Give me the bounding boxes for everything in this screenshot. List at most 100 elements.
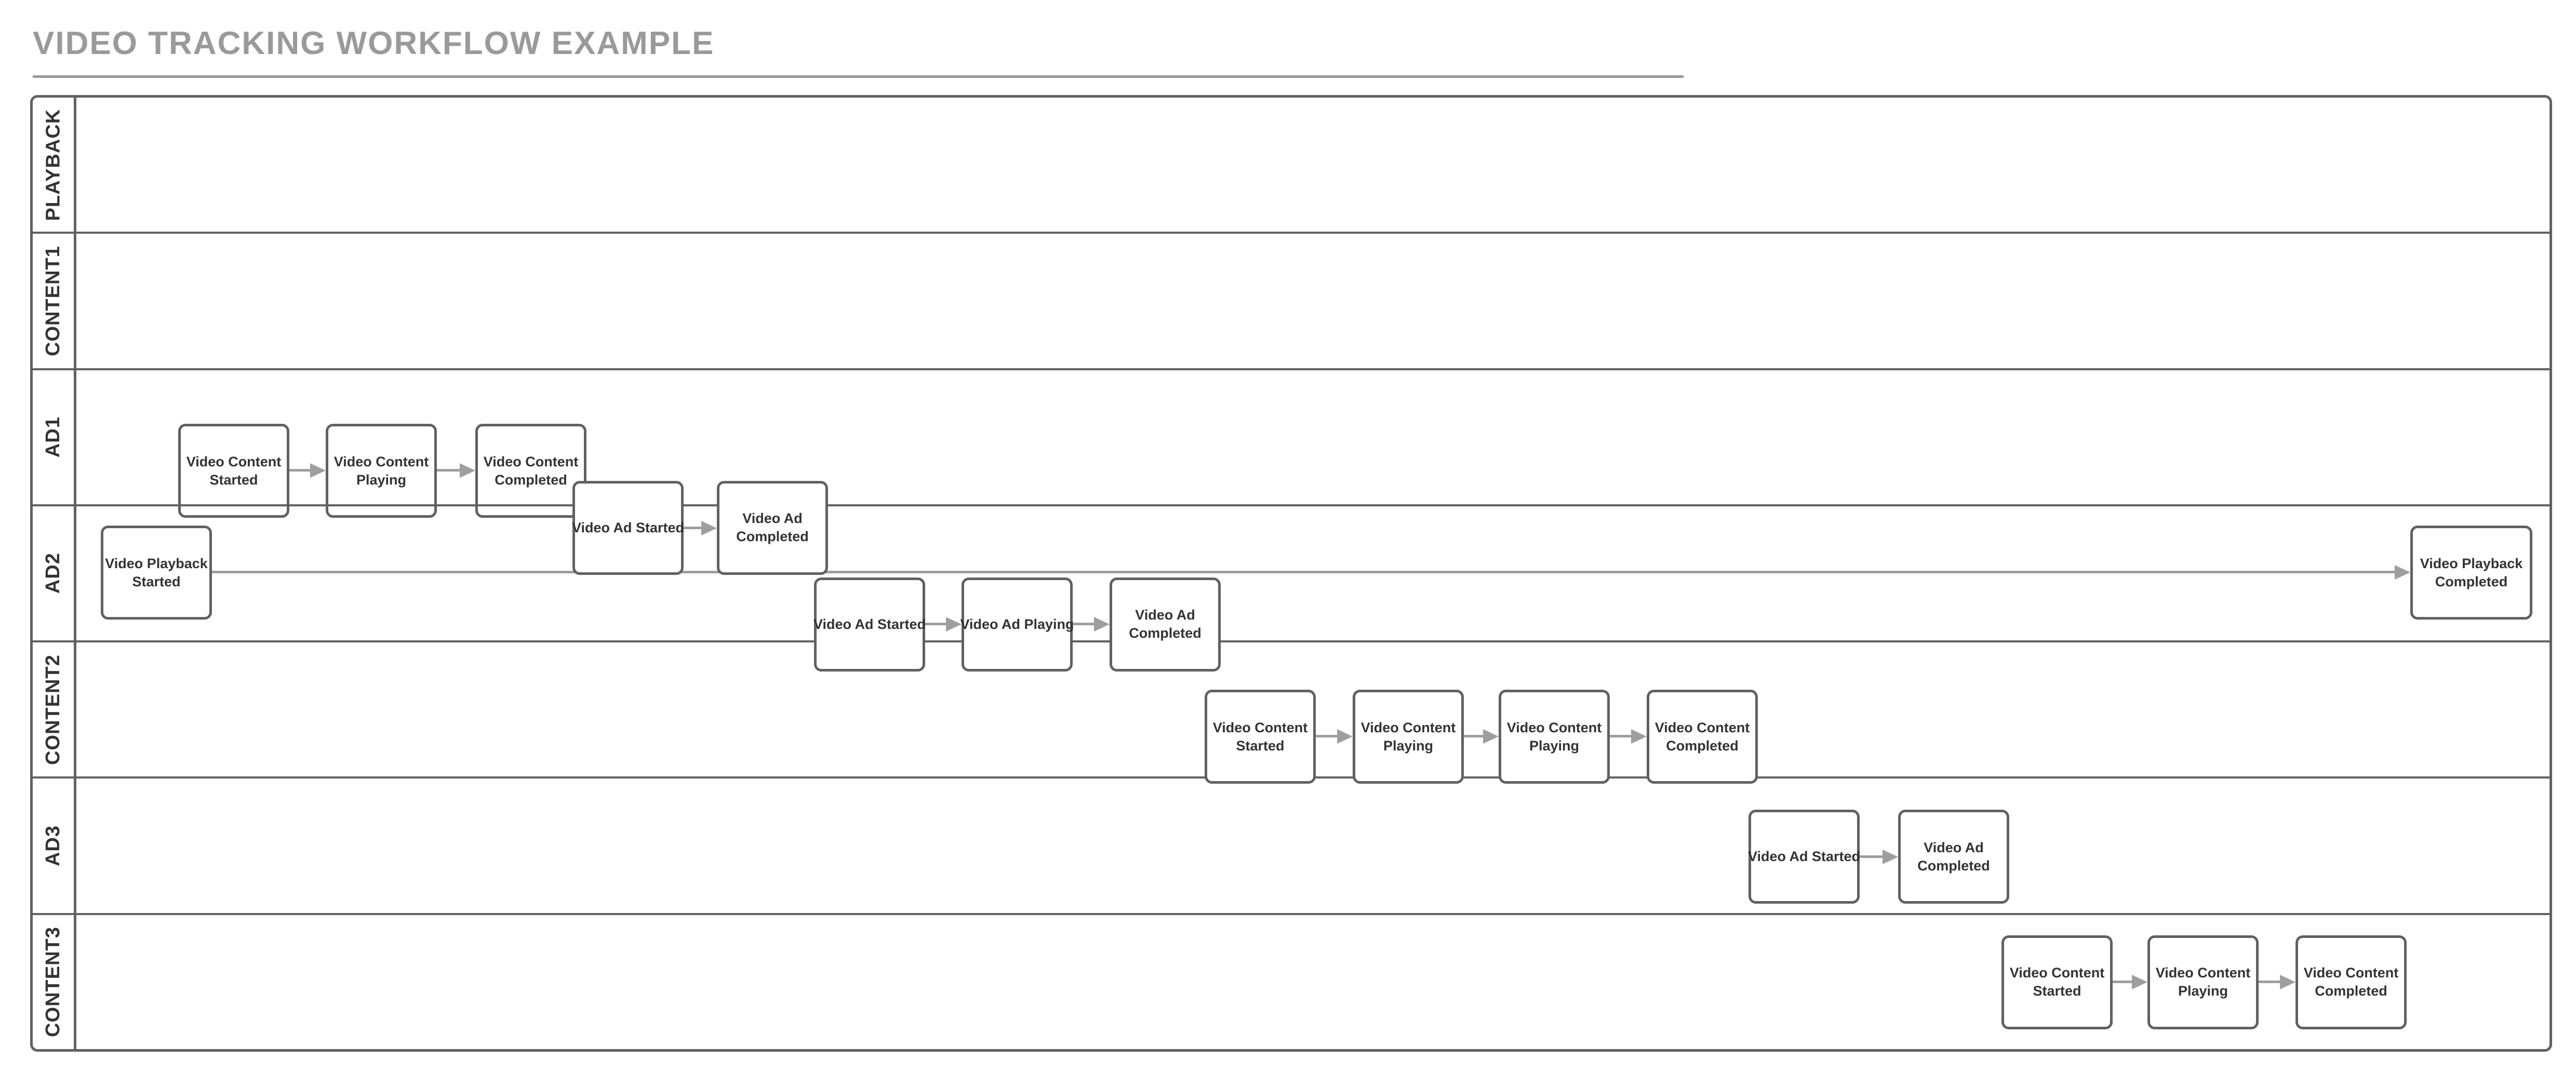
- flow-node-label: Video Ad: [742, 511, 803, 527]
- lane-label-cell: CONTENT3: [33, 915, 76, 1049]
- arrow-head-icon: [1094, 616, 1110, 632]
- flow-node-label: Video Ad Playing: [960, 616, 1074, 632]
- flow-node[interactable]: Video Ad Playing: [960, 577, 1074, 672]
- flow-node-label: Completed: [495, 472, 567, 488]
- lane-body: Video Ad Started Video Ad Completed: [76, 370, 2550, 575]
- arrow-head-icon: [1337, 729, 1353, 744]
- flow-node-label: Completed: [1917, 857, 1990, 874]
- connector-line: [1610, 735, 1632, 738]
- flow-node-label: Completed: [2435, 573, 2508, 589]
- flow-node-label: Video Ad: [1924, 839, 1984, 855]
- connector-line: [437, 469, 461, 472]
- flow-node-label: Completed: [1666, 737, 1739, 754]
- flow-node[interactable]: Video Ad Completed: [1110, 577, 1221, 672]
- arrow-head-icon: [1631, 729, 1647, 744]
- flow-node-label: Video Playback: [105, 555, 208, 571]
- flow-node-label: Playing: [356, 472, 407, 488]
- flow-node-label: Video Content: [186, 453, 282, 469]
- connector-line: [1073, 622, 1095, 625]
- flow-node-label: Playing: [2178, 983, 2228, 999]
- lane-label-cell: PLAYBACK: [33, 98, 76, 232]
- flow-node-label: Video Content: [1360, 719, 1456, 735]
- connector-line: [1464, 735, 1484, 738]
- connector-line: [1860, 855, 1884, 858]
- flow-node-label: Started: [2033, 983, 2081, 999]
- lane-label-cell: CONTENT1: [33, 234, 76, 368]
- flow-node-label: Started: [1236, 737, 1285, 754]
- connector-line: [925, 622, 947, 625]
- arrow-head-icon: [310, 463, 326, 478]
- arrow-head-icon: [1883, 850, 1898, 865]
- flow-node-label: Video Playback: [2420, 555, 2523, 571]
- connector-line: [1316, 735, 1338, 738]
- flow-node-label: Started: [132, 573, 181, 589]
- flow-node-label: Video Ad Started: [1747, 849, 1861, 865]
- flow-node[interactable]: Video Ad Started: [1747, 810, 1861, 904]
- flow-node-label: Video Ad Started: [571, 519, 685, 535]
- lane-label: CONTENT3: [42, 927, 64, 1038]
- flow-node[interactable]: Video Ad Completed: [717, 480, 828, 575]
- lane-body: Video Ad Started Video Ad Completed: [76, 779, 2550, 912]
- flow-node[interactable]: Video Ad Started: [813, 577, 926, 672]
- connector-line: [684, 526, 702, 529]
- lane-label-cell: AD2: [33, 506, 76, 641]
- connector-line: [289, 469, 311, 472]
- lane-label: AD3: [42, 825, 64, 867]
- lane-label-cell: CONTENT2: [33, 642, 76, 777]
- connector-line: [2259, 980, 2281, 983]
- flow-node-label: Completed: [2315, 983, 2387, 999]
- arrow-head-icon: [2280, 974, 2295, 989]
- lane-label-cell: AD1: [33, 370, 76, 504]
- flow-node-label: Completed: [1129, 625, 1202, 641]
- lane-label: AD1: [42, 417, 64, 458]
- title-underline: [33, 75, 1684, 78]
- lane-label: CONTENT1: [42, 246, 64, 356]
- flow-node[interactable]: Video Ad Completed: [1898, 810, 2009, 904]
- arrow-head-icon: [460, 463, 475, 478]
- flow-node-label: Video Content: [483, 453, 579, 469]
- flow-node-label: Completed: [736, 529, 809, 545]
- flow-node-label: Video Content: [2009, 965, 2105, 981]
- arrow-head-icon: [2395, 565, 2410, 580]
- connector-line: [212, 571, 2396, 573]
- flow-node-label: Video Ad Started: [813, 616, 926, 632]
- arrow-head-icon: [1483, 729, 1499, 744]
- lane-label: CONTENT2: [42, 654, 64, 765]
- arrow-head-icon: [2132, 974, 2147, 989]
- flow-node-label: Video Content: [333, 453, 429, 469]
- arrow-head-icon: [701, 520, 717, 535]
- flow-node-label: Playing: [1383, 737, 1434, 754]
- flow-node[interactable]: Video Ad Started: [571, 480, 685, 575]
- lane-label: PLAYBACK: [42, 109, 64, 221]
- flow-node-label: Playing: [1529, 737, 1580, 754]
- flow-node-label: Video Content: [2155, 965, 2251, 981]
- flow-node-label: Video Ad: [1135, 607, 1195, 623]
- flow-node-label: Video Content: [1506, 719, 1602, 735]
- flow-node-label: Video Content: [1654, 719, 1750, 735]
- connector-line: [2113, 980, 2133, 983]
- page-title: VIDEO TRACKING WORKFLOW EXAMPLE: [33, 25, 715, 61]
